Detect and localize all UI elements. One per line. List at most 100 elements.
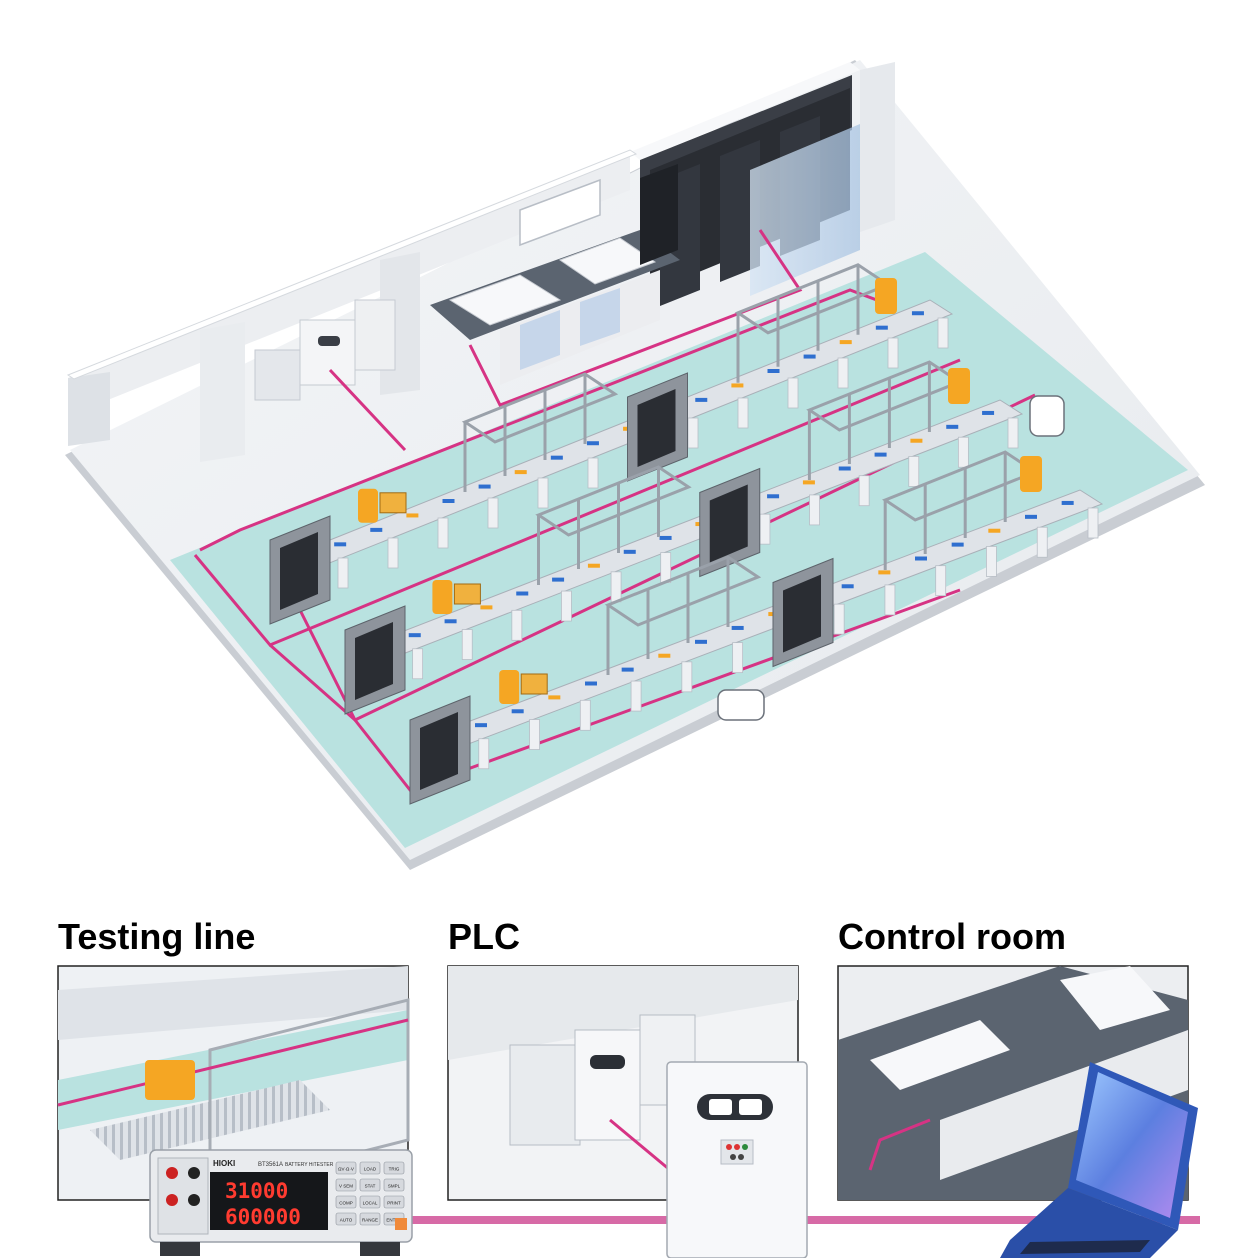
panel-title-plc: PLC: [448, 916, 520, 957]
battery-tray: [621, 667, 634, 672]
robot-arm: [358, 488, 378, 523]
conveyor-support: [1087, 507, 1099, 539]
battery-tray: [585, 681, 597, 686]
wall-monitor: [640, 164, 678, 265]
battery-tester: HIOKI BT3561A BATTERY HiTESTER 31000 600…: [149, 1149, 413, 1256]
battery-tray: [370, 527, 383, 532]
conveyor-support: [529, 719, 540, 750]
battery-crate: [520, 673, 548, 695]
instrument-key-label: COMP: [339, 1201, 353, 1206]
instrument-key: [383, 1178, 405, 1192]
conveyor-support: [986, 546, 997, 577]
indicator-light-icon: [734, 1144, 740, 1150]
conveyor-support: [809, 494, 820, 526]
battery-tray: [480, 605, 493, 610]
agv-robot: [1029, 395, 1065, 437]
tunnel-opening: [783, 574, 821, 653]
instrument-key-label: V SEM: [339, 1184, 353, 1189]
conveyor-support: [759, 513, 771, 545]
battery-tray: [802, 480, 815, 485]
indicator-light-icon: [742, 1144, 748, 1150]
tunnel-opening: [420, 712, 458, 790]
control-room: [430, 164, 680, 385]
conveyor-support: [387, 537, 399, 569]
battery-tray: [548, 695, 561, 700]
conveyor-support: [732, 642, 744, 674]
battery-tray: [586, 441, 599, 446]
instrument-key-label: AUTO: [340, 1218, 353, 1223]
robot-arm: [432, 580, 453, 614]
battery-tray: [408, 633, 421, 638]
instrument-key-label: LOCAL: [363, 1201, 378, 1206]
battery-tray: [988, 528, 1001, 533]
keyboard-icon: [1020, 1240, 1150, 1254]
battery-tray: [838, 466, 851, 471]
laptop-screen: [1076, 1072, 1188, 1218]
instrument-key: [383, 1161, 405, 1175]
instrument-key-label: RANGE: [362, 1218, 378, 1223]
instrument-key-label: SMPL: [388, 1184, 401, 1189]
conveyor-support: [511, 609, 523, 641]
conveyor-support: [908, 456, 920, 487]
conveyor-support: [630, 680, 642, 712]
instrument-key: [383, 1195, 405, 1209]
conveyor-support: [579, 699, 591, 731]
battery-tray: [587, 563, 600, 568]
conveyor-support: [837, 357, 849, 389]
tunnel-opening: [280, 532, 318, 610]
tunnel-opening: [355, 622, 393, 700]
terminal-icon: [166, 1167, 178, 1179]
resistance-display: 31000: [225, 1179, 288, 1203]
battery-crate: [379, 492, 407, 514]
back-walls: [66, 62, 860, 462]
instrument-key: [359, 1161, 381, 1175]
battery-tray: [875, 325, 888, 330]
panel-testing-line: [57, 965, 410, 1201]
battery-tray: [911, 311, 924, 316]
instrument-key: [359, 1178, 381, 1192]
conveyor-support: [337, 557, 349, 589]
battery-tray: [839, 340, 852, 345]
conveyor-support: [935, 565, 947, 597]
conveyor-support: [957, 436, 969, 468]
model-label: BT3561A: [258, 1162, 283, 1168]
instrument-key: [359, 1195, 381, 1209]
battery-tray: [731, 625, 744, 630]
battery-tray: [946, 424, 959, 429]
instrument-key: [335, 1178, 357, 1192]
conveyor-support: [1036, 526, 1048, 558]
conveyor-support: [537, 477, 549, 509]
battery-tray: [695, 639, 707, 644]
conveyor-support: [884, 584, 896, 616]
instrument-key: [359, 1212, 381, 1226]
conveyor-support: [610, 571, 622, 603]
robot-arm: [499, 670, 520, 704]
glass-door: [750, 124, 860, 296]
battery-tray: [334, 542, 347, 547]
battery-tray: [406, 513, 419, 518]
battery-crate: [453, 583, 481, 605]
terminal-icon: [188, 1167, 200, 1179]
model-desc: BATTERY HiTESTER: [285, 1162, 334, 1168]
panel-title-testing-line: Testing line: [58, 916, 256, 957]
brand-label: HIOKI: [213, 1159, 235, 1168]
battery-tray: [659, 535, 672, 540]
testing-lines: [269, 263, 1104, 805]
robot-arm: [948, 368, 970, 404]
conveyor-support: [660, 552, 672, 584]
battery-tray: [767, 494, 780, 499]
battery-tray: [841, 584, 854, 589]
conveyor-support: [787, 377, 799, 409]
battery-tray: [803, 354, 816, 359]
conveyor-support: [412, 648, 424, 680]
conveyor-support: [687, 417, 699, 449]
battery-tray: [951, 542, 964, 547]
whiteboard: [519, 178, 601, 247]
laptop: [1000, 1062, 1198, 1258]
battery-tray: [695, 397, 708, 402]
conveyor-support: [937, 317, 949, 349]
conveyor-support: [1007, 417, 1019, 449]
robot-arm: [145, 1060, 195, 1100]
instrument-key-label: TRIG: [389, 1167, 400, 1172]
